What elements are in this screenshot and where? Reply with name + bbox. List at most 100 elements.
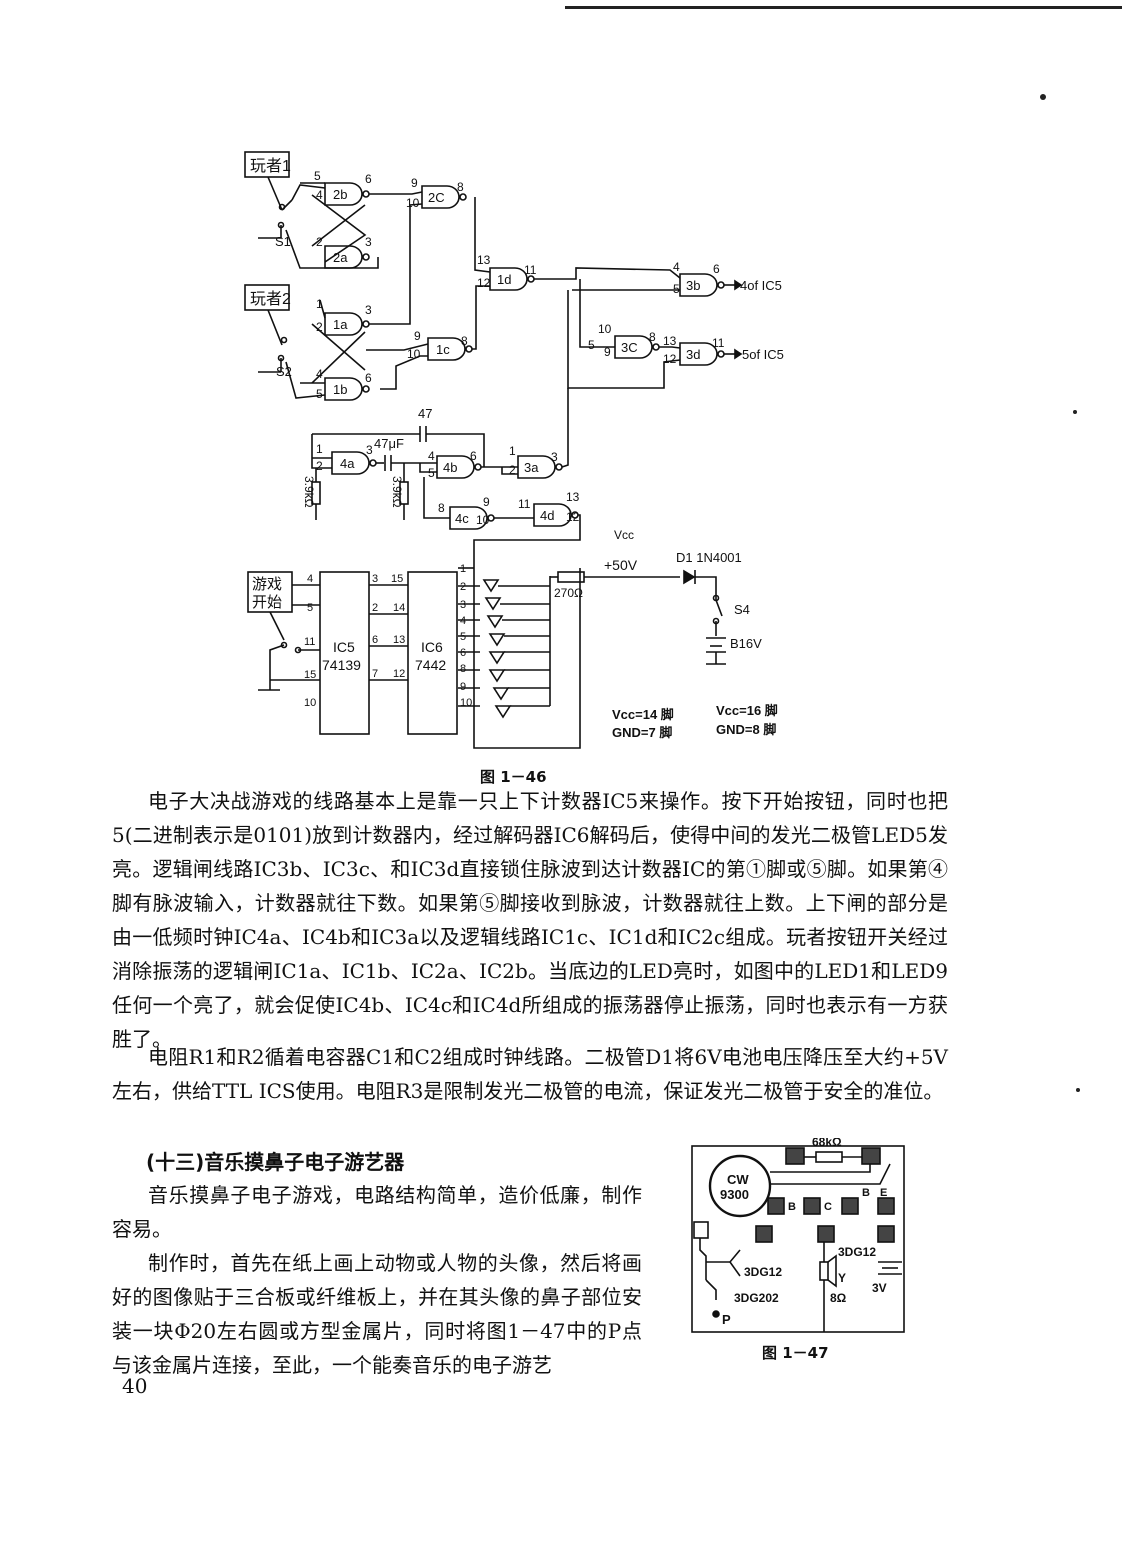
- ic6-part: 7442: [415, 657, 446, 673]
- player2-button-box: [244, 284, 290, 311]
- svg-text:6: 6: [460, 647, 466, 659]
- figure-1-47-caption: 图 1－47: [762, 1344, 829, 1362]
- svg-text:8: 8: [438, 501, 445, 515]
- svg-text:4: 4: [316, 188, 323, 202]
- svg-text:6: 6: [365, 172, 372, 186]
- ic6-chip: [407, 571, 458, 735]
- svg-text:5: 5: [307, 602, 313, 614]
- svg-text:1: 1: [316, 297, 323, 311]
- svg-text:4: 4: [316, 367, 323, 381]
- svg-text:9: 9: [460, 681, 466, 693]
- svg-text:3: 3: [366, 443, 373, 457]
- pin-note-vcc-16: Vcc=16 脚: [716, 703, 778, 718]
- svg-text:12: 12: [663, 352, 677, 366]
- ic5-part: 74139: [322, 657, 361, 673]
- battery-3v: 3V: [872, 1281, 887, 1295]
- svg-text:10: 10: [476, 513, 490, 527]
- svg-text:8: 8: [457, 180, 464, 194]
- pin-c1: C: [824, 1201, 832, 1213]
- body-paragraph-2: 电阻R1和R2循着电容器C1和C2组成时钟线路。二极管D1将6V电池电压降压至大…: [112, 1045, 948, 1103]
- out-5-of-ic5: 5of IC5: [742, 347, 784, 362]
- top-border-line: [565, 6, 1122, 9]
- svg-text:15: 15: [304, 669, 316, 681]
- pin-b1: B: [788, 1201, 796, 1213]
- ic6-name: IC6: [421, 639, 443, 655]
- board-outline: [691, 1145, 905, 1333]
- svg-text:10: 10: [304, 697, 316, 709]
- svg-text:9: 9: [483, 495, 490, 509]
- svg-text:3: 3: [372, 573, 378, 585]
- svg-text:2: 2: [372, 602, 378, 614]
- svg-text:15: 15: [391, 573, 403, 585]
- s1-label: S1: [275, 234, 291, 249]
- svg-text:10: 10: [460, 697, 472, 709]
- resistor-68k: [815, 1151, 843, 1163]
- gate-3c: 3C: [621, 340, 638, 355]
- pin-note-gnd-8: GND=8 脚: [716, 722, 776, 737]
- circuit-diagram-fig-1-46: 玩者1 S1 玩者2 S2 2b 2a 2C 1a 1b 1c 1d 3b 3C…: [244, 151, 784, 749]
- svg-text:13: 13: [663, 334, 677, 348]
- scan-speck: [1040, 94, 1046, 100]
- svg-text:13: 13: [477, 253, 491, 267]
- svg-text:5: 5: [428, 466, 435, 480]
- svg-text:2: 2: [460, 581, 466, 593]
- player1-button-box: [244, 151, 290, 178]
- figure-1-46-caption: 图 1－46: [480, 768, 547, 786]
- pin-e2: E: [880, 1187, 887, 1199]
- svg-text:7: 7: [372, 668, 378, 680]
- svg-text:12: 12: [477, 276, 491, 290]
- pin-note-gnd-7: GND=7 脚: [612, 725, 672, 740]
- gate-3a: 3a: [524, 460, 539, 475]
- svg-text:6: 6: [365, 371, 372, 385]
- led-array: [458, 566, 581, 749]
- transistor-3: 3DG12: [838, 1245, 876, 1259]
- circuit-diagram-fig-1-47: 68kΩ CW 9300 B C B E 3DG12 3DG202 P 3DG1…: [691, 1138, 905, 1333]
- svg-text:1: 1: [316, 442, 323, 456]
- svg-text:12: 12: [393, 668, 405, 680]
- player2-label: 玩者2: [250, 290, 291, 308]
- speaker: [819, 1261, 829, 1281]
- page-number: 40: [122, 1374, 148, 1398]
- svg-text:5: 5: [314, 169, 321, 183]
- scan-speck: [1073, 410, 1077, 414]
- svg-text:4: 4: [307, 573, 313, 585]
- svg-text:14: 14: [393, 602, 405, 614]
- svg-text:9: 9: [411, 176, 418, 190]
- svg-text:13: 13: [566, 490, 580, 504]
- svg-text:5: 5: [316, 387, 323, 401]
- battery-label: B16V: [730, 636, 762, 651]
- gate-1c: 1c: [436, 342, 450, 357]
- svg-text:8: 8: [460, 663, 466, 675]
- svg-text:5: 5: [673, 282, 680, 296]
- svg-text:3: 3: [365, 235, 372, 249]
- scan-speck: [1076, 1088, 1080, 1092]
- transistor-1: 3DG12: [744, 1265, 782, 1279]
- svg-text:4: 4: [460, 615, 466, 627]
- svg-text:3: 3: [460, 599, 466, 611]
- pad: [861, 1147, 881, 1165]
- switch-s4: S4: [734, 602, 750, 617]
- svg-text:11: 11: [524, 263, 537, 277]
- transistor-2: 3DG202: [734, 1291, 779, 1305]
- out-4-of-ic5: 4of IC5: [740, 278, 782, 293]
- gate-1b: 1b: [333, 382, 347, 397]
- svg-text:3: 3: [365, 303, 372, 317]
- svg-text:9: 9: [414, 329, 421, 343]
- svg-text:6: 6: [713, 262, 720, 276]
- vcc-label: Vcc: [614, 528, 634, 542]
- start-button-label-1: 游戏: [252, 576, 282, 593]
- body-paragraph-1: 电子大决战游戏的线路基本上是靠一只上下计数器IC5来操作。按下开始按钮，同时也把…: [112, 789, 948, 1051]
- svg-text:5: 5: [588, 338, 595, 352]
- gate-4d: 4d: [540, 508, 554, 523]
- gate-1a: 1a: [333, 317, 348, 332]
- ic5-name: IC5: [333, 639, 355, 655]
- resistor-r1-label: 3.9kΩ: [302, 476, 316, 508]
- gate-2c: 2C: [428, 190, 445, 205]
- point-p: P: [722, 1312, 731, 1327]
- svg-text:2: 2: [316, 459, 323, 473]
- svg-text:8: 8: [649, 330, 656, 344]
- gate-2b: 2b: [333, 187, 347, 202]
- gate-4b: 4b: [443, 460, 457, 475]
- chip-label-1: CW: [727, 1172, 749, 1187]
- chip-cw9300: [708, 1154, 772, 1218]
